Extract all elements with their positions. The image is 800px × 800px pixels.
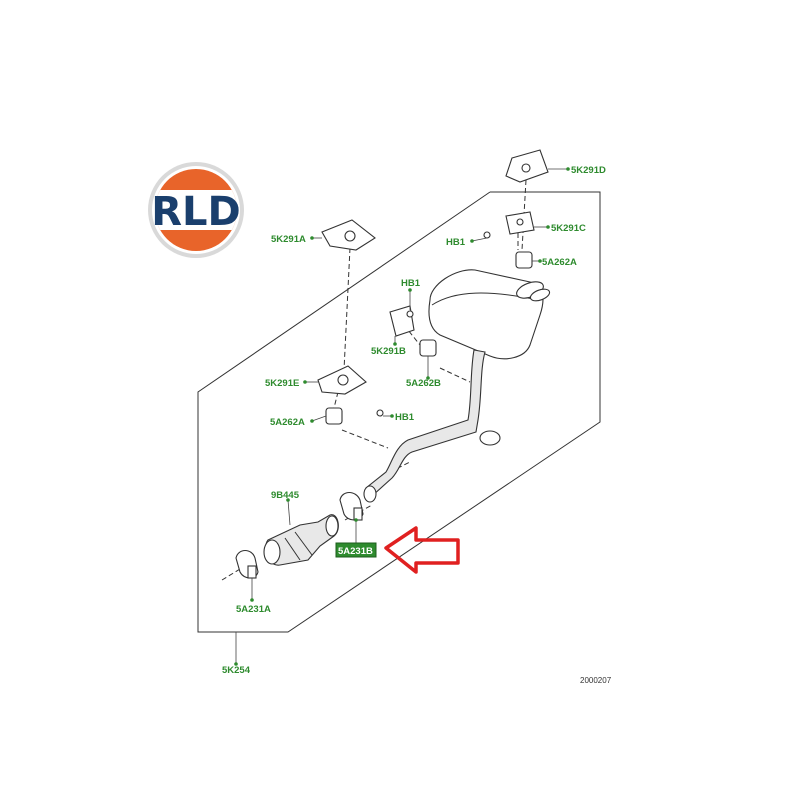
bracket-5k291d bbox=[505, 149, 549, 183]
highlighted-part-5a231b: 5A231B bbox=[335, 542, 377, 558]
label-hb1-low: HB1 bbox=[395, 412, 415, 423]
label-5k291c: 5K291C bbox=[551, 223, 586, 234]
clamp-5a231b bbox=[339, 491, 364, 521]
intermediate-pipe bbox=[363, 349, 501, 503]
label-hb1-mid: HB1 bbox=[401, 278, 421, 289]
label-5a262a-left: 5A262A bbox=[270, 417, 305, 428]
label-5a231b: 5A231B bbox=[338, 546, 373, 557]
rear-muffler bbox=[428, 269, 551, 360]
part-labels: 5K291D 5K291C HB1 5A262A 5K291A HB1 5K29… bbox=[222, 165, 606, 676]
red-arrow-icon bbox=[384, 526, 460, 574]
label-5k291a: 5K291A bbox=[271, 234, 306, 245]
bolt-hb1-mid bbox=[406, 310, 414, 318]
bracket-5k291c bbox=[505, 211, 535, 235]
catalytic-converter bbox=[263, 514, 339, 566]
label-5k291b: 5K291B bbox=[371, 346, 406, 357]
label-9b445: 9B445 bbox=[271, 490, 300, 501]
isolator-5a262b bbox=[419, 339, 437, 357]
label-5k254: 5K254 bbox=[222, 665, 251, 676]
reference-number: 2000207 bbox=[580, 676, 612, 685]
kit-outline bbox=[197, 191, 601, 633]
rld-logo: RLD bbox=[148, 162, 244, 258]
label-5a262b: 5A262B bbox=[406, 378, 441, 389]
logo-text: RLD bbox=[151, 189, 241, 235]
label-5a262a-right: 5A262A bbox=[542, 257, 577, 268]
bracket-5k291a bbox=[321, 219, 376, 251]
isolator-5a262a-left bbox=[325, 407, 343, 425]
leader-lines bbox=[234, 167, 570, 666]
label-hb1-top: HB1 bbox=[446, 237, 466, 248]
label-5k291d: 5K291D bbox=[571, 165, 606, 176]
label-5a231a: 5A231A bbox=[236, 604, 271, 615]
label-5k291e: 5K291E bbox=[265, 378, 299, 389]
bracket-5k291e bbox=[317, 365, 367, 395]
clamp-5a231a bbox=[235, 549, 259, 579]
bolt-hb1-low bbox=[376, 409, 384, 417]
bolt-hb1-top bbox=[483, 231, 491, 239]
isolator-5a262a-right bbox=[515, 251, 533, 269]
